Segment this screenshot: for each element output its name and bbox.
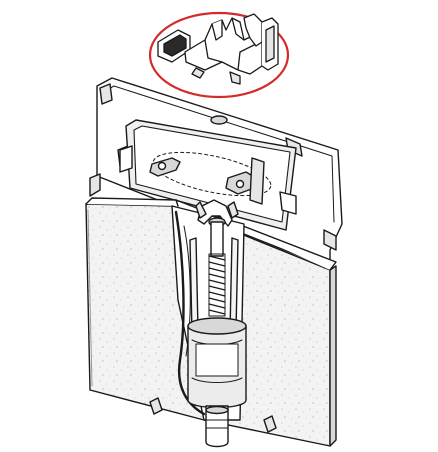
bracket-part-detail-icon bbox=[157, 13, 279, 85]
dashed-guide bbox=[152, 151, 272, 197]
detail-callout bbox=[148, 11, 290, 99]
valve-rod bbox=[210, 221, 224, 257]
red-highlight-ellipse bbox=[148, 11, 290, 99]
valve-spring bbox=[208, 255, 226, 315]
cistern-assembly-icon bbox=[85, 77, 343, 448]
outlet-pipe bbox=[205, 405, 229, 448]
